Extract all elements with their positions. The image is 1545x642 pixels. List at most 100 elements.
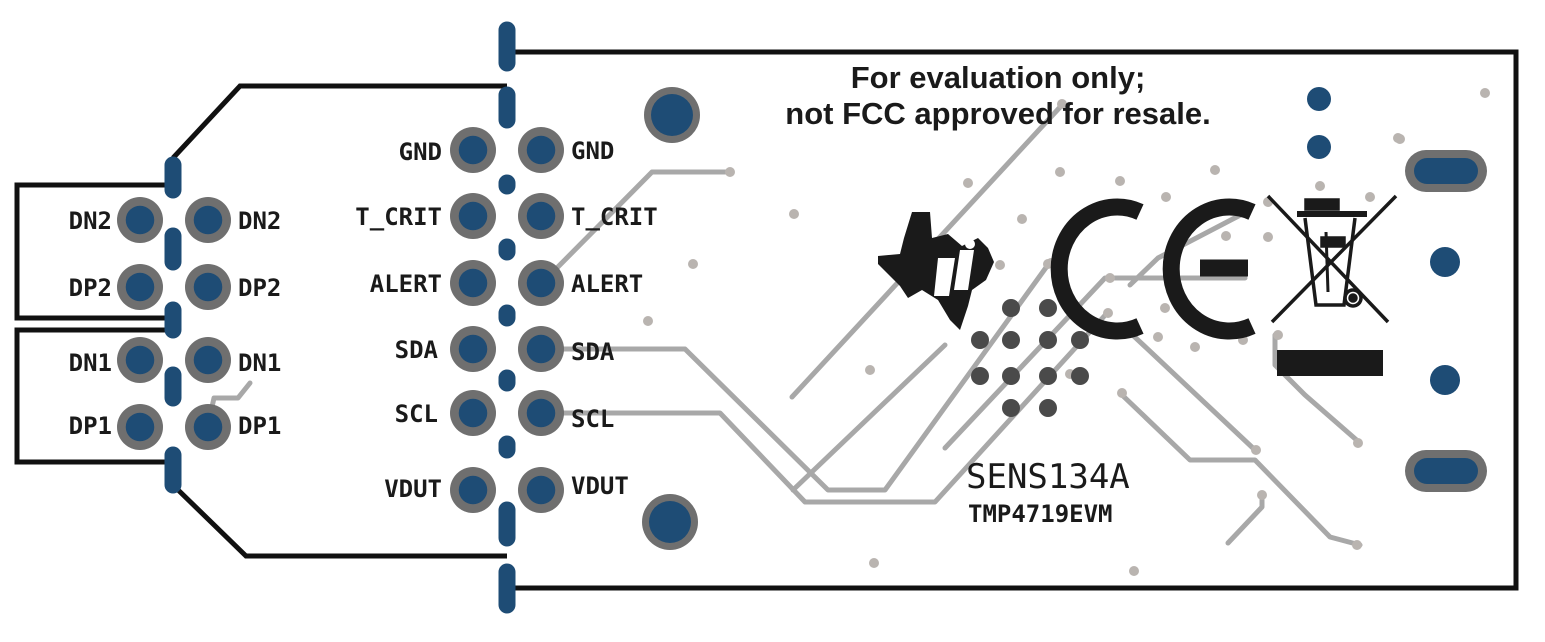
mounting-holes [642, 87, 700, 550]
header-pad [458, 268, 488, 298]
trace-diag-2 [790, 342, 948, 493]
ce-mark-icon [1050, 198, 1256, 340]
weee-bin-icon [1266, 194, 1398, 376]
header-pad [125, 272, 155, 302]
header-pad [458, 475, 488, 505]
header-pad [526, 475, 556, 505]
main-header-label: ALERT [571, 270, 643, 298]
trace-diag-3 [942, 275, 1248, 451]
left-header-label: DN2 [238, 207, 281, 235]
thermal-via [1071, 367, 1089, 385]
notice-line-2: not FCC approved for resale. [785, 96, 1210, 131]
via-dot [1055, 167, 1065, 177]
left-header-label: DP2 [69, 274, 112, 302]
via-dot [1273, 330, 1283, 340]
via-dot [643, 316, 653, 326]
connector-outline-top [171, 83, 507, 160]
oval-pad [1414, 158, 1478, 184]
main-header-label: VDUT [384, 475, 442, 503]
header-pad [193, 412, 223, 442]
header-pad [526, 201, 556, 231]
via-dot [1263, 232, 1273, 242]
trace-diag-4 [1119, 322, 1258, 453]
thermal-via [1039, 331, 1057, 349]
via-dot [1257, 490, 1267, 500]
via-dot [1221, 231, 1231, 241]
header-pad [193, 272, 223, 302]
via-dot [1480, 88, 1490, 98]
trace-sda [539, 259, 1053, 493]
via-dots [643, 88, 1490, 576]
left-header-label: DP2 [238, 274, 281, 302]
part-number: SENS134A [966, 457, 1130, 497]
left-header-label: DN1 [238, 349, 281, 377]
mounting-hole [649, 501, 691, 543]
via-dot [1395, 134, 1405, 144]
trace-scl [539, 309, 1111, 505]
via-dot [1057, 99, 1067, 109]
trace-right-4 [1127, 207, 1253, 288]
evm-name: TMP4719EVM [968, 500, 1113, 528]
right-connector-pads [1307, 87, 1487, 492]
thermal-via [1002, 399, 1020, 417]
via-dot [725, 167, 735, 177]
main-header-label: GND [399, 138, 442, 166]
thermal-via [1039, 299, 1057, 317]
header-pads [117, 127, 564, 513]
via-dot [789, 209, 799, 219]
via-dot [688, 259, 698, 269]
via-dot [1117, 388, 1127, 398]
main-header-label: GND [571, 137, 614, 165]
left-header-label: DP1 [69, 412, 112, 440]
trace-alert [539, 169, 733, 286]
via-dot [865, 365, 875, 375]
main-board-edge [507, 49, 1519, 591]
via-dot [1153, 332, 1163, 342]
copper-traces [205, 102, 1363, 548]
header-pad [458, 135, 488, 165]
thermal-via [1002, 331, 1020, 349]
mounting-hole [651, 94, 693, 136]
trace-right-3 [1272, 332, 1363, 446]
main-header-label: SDA [395, 336, 439, 364]
via-dot [869, 558, 879, 568]
via-dot [963, 178, 973, 188]
main-header-label: SCL [571, 405, 614, 433]
thermal-via [1002, 367, 1020, 385]
oval-pad [1414, 458, 1478, 484]
thermal-via [971, 367, 989, 385]
header-pad [458, 334, 488, 364]
main-header-label: ALERT [370, 270, 442, 298]
header-pad [125, 412, 155, 442]
thermal-via [1002, 299, 1020, 317]
via-dot [1160, 303, 1170, 313]
header-pad [526, 334, 556, 364]
via-grid [971, 299, 1089, 417]
via-dot [1129, 566, 1139, 576]
left-header-label: DN2 [69, 207, 112, 235]
via-dot [1251, 445, 1261, 455]
via-dot [1315, 181, 1325, 191]
connector-outline-bottom [171, 483, 507, 559]
via-dot [1365, 192, 1375, 202]
header-pad [526, 135, 556, 165]
header-pad [193, 345, 223, 375]
header-pad [458, 398, 488, 428]
header-pad [526, 398, 556, 428]
via-dot [1115, 176, 1125, 186]
via-dot [1161, 192, 1171, 202]
left-bracket-lower [14, 327, 173, 465]
trace-right-1 [1117, 390, 1363, 548]
header-pad [193, 205, 223, 235]
header-pad [458, 201, 488, 231]
left-header-label: DP1 [238, 412, 281, 440]
notice-line-1: For evaluation only; [851, 60, 1146, 95]
thermal-via [1071, 331, 1089, 349]
main-header-label: T_CRIT [355, 203, 442, 231]
via-dot [1103, 308, 1113, 318]
header-pad [526, 268, 556, 298]
pin-labels: DN2 DP2 DN1 DP1 DN2 DP2 DN1 DP1 GND T_CR… [69, 137, 658, 503]
thermal-via [1039, 399, 1057, 417]
small-pad [1430, 365, 1460, 395]
